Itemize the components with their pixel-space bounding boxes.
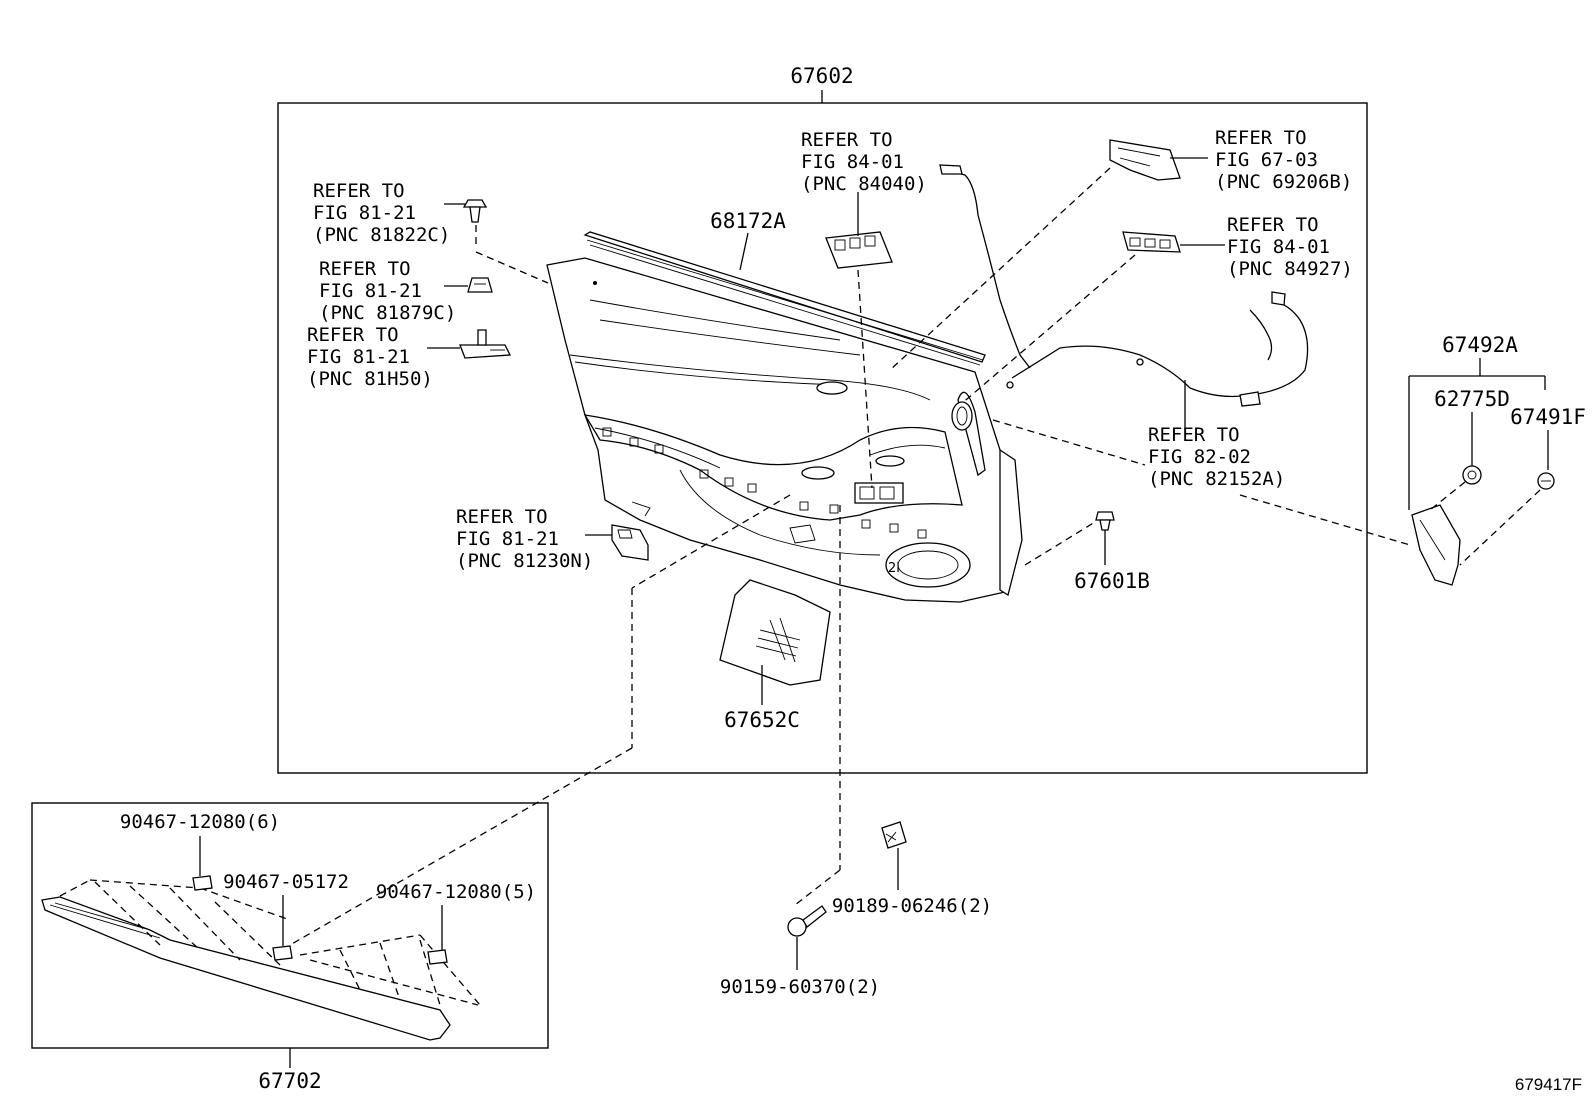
svg-text:(PNC 81230N): (PNC 81230N) xyxy=(456,550,593,572)
refer-note-69206b[interactable]: REFER TO FIG 67-03 (PNC 69206B) xyxy=(1215,127,1352,193)
clip-67491f-icon xyxy=(1537,472,1555,490)
door-trim-panel-drawing: 2l xyxy=(546,257,1023,603)
svg-text:REFER TO: REFER TO xyxy=(1148,424,1240,446)
clip-81h50-icon xyxy=(459,329,512,359)
svg-text:REFER TO: REFER TO xyxy=(319,258,411,280)
screw-90159-60370-icon xyxy=(787,905,827,937)
switch-84927-icon xyxy=(1122,231,1181,253)
clip-81230n-icon xyxy=(611,524,649,561)
refer-note-82152a[interactable]: REFER TO FIG 82-02 (PNC 82152A) xyxy=(1148,424,1285,490)
inner-handle-69206b-icon xyxy=(1109,139,1181,181)
part-label-90467-12080-6[interactable]: 90467-12080(6) xyxy=(120,811,280,833)
svg-text:REFER TO: REFER TO xyxy=(1227,214,1319,236)
part-label-67492a[interactable]: 67492A xyxy=(1442,333,1518,357)
refer-note-84927[interactable]: REFER TO FIG 84-01 (PNC 84927) xyxy=(1227,214,1353,280)
clip-90467-12080-6-icon xyxy=(192,875,213,891)
clip-67601b-icon xyxy=(1095,511,1115,531)
part-label-90467-05172[interactable]: 90467-05172 xyxy=(223,871,349,893)
svg-text:FIG 81-21: FIG 81-21 xyxy=(456,528,559,550)
clip-90189-06246-icon xyxy=(881,821,907,849)
part-label-90467-12080-5[interactable]: 90467-12080(5) xyxy=(376,881,536,903)
part-label-90159-60370[interactable]: 90159-60370(2) xyxy=(720,976,880,998)
part-label-67601b[interactable]: 67601B xyxy=(1074,569,1150,593)
refer-note-84040[interactable]: REFER TO FIG 84-01 (PNC 84040) xyxy=(801,129,927,195)
clip-90467-12080-5-icon xyxy=(427,949,448,965)
part-label-90189-06246[interactable]: 90189-06246(2) xyxy=(832,895,992,917)
svg-text:FIG 82-02: FIG 82-02 xyxy=(1148,446,1251,468)
switch-84040-icon xyxy=(825,231,893,269)
svg-text:(PNC 81822C): (PNC 81822C) xyxy=(313,224,450,246)
svg-text:REFER TO: REFER TO xyxy=(313,180,405,202)
svg-text:(PNC 82152A): (PNC 82152A) xyxy=(1148,468,1285,490)
scuff-plate-drawing xyxy=(41,896,451,1041)
clip-81822c-icon xyxy=(462,199,488,223)
part-label-67491f[interactable]: 67491F xyxy=(1510,405,1586,429)
svg-text:(PNC 81H50): (PNC 81H50) xyxy=(307,368,433,390)
garnish-67492a-icon xyxy=(1411,504,1461,586)
svg-text:FIG 81-21: FIG 81-21 xyxy=(307,346,410,368)
svg-text:FIG 81-21: FIG 81-21 xyxy=(319,280,422,302)
refer-note-81822c[interactable]: REFER TO FIG 81-21 (PNC 81822C) xyxy=(313,180,450,246)
part-label-68172a[interactable]: 68172A xyxy=(710,209,786,233)
main-assembly-label[interactable]: 67602 xyxy=(790,64,853,88)
clip-81879c-icon xyxy=(467,277,493,293)
svg-text:2l: 2l xyxy=(888,561,900,576)
svg-text:FIG 67-03: FIG 67-03 xyxy=(1215,149,1318,171)
svg-text:REFER TO: REFER TO xyxy=(801,129,893,151)
clip-grid-lines xyxy=(59,879,481,1006)
refer-note-81230n[interactable]: REFER TO FIG 81-21 (PNC 81230N) xyxy=(456,506,593,572)
sill-assembly-label[interactable]: 67702 xyxy=(258,1069,321,1093)
refer-note-81879c[interactable]: REFER TO FIG 81-21 (PNC 81879C) xyxy=(319,258,456,324)
diagram-id: 679417F xyxy=(1515,1075,1582,1094)
svg-text:FIG 81-21: FIG 81-21 xyxy=(313,202,416,224)
weatherstrip-drawing xyxy=(583,231,986,366)
svg-text:(PNC 84040): (PNC 84040) xyxy=(801,173,927,195)
svg-text:(PNC 69206B): (PNC 69206B) xyxy=(1215,171,1352,193)
svg-text:(PNC 84927): (PNC 84927) xyxy=(1227,258,1353,280)
clip-90467-05172-icon xyxy=(272,945,293,961)
refer-note-81h50[interactable]: REFER TO FIG 81-21 (PNC 81H50) xyxy=(307,324,433,390)
pocket-67652c-icon xyxy=(719,579,831,686)
svg-text:(PNC 81879C): (PNC 81879C) xyxy=(319,302,456,324)
svg-text:REFER TO: REFER TO xyxy=(307,324,399,346)
svg-text:REFER TO: REFER TO xyxy=(1215,127,1307,149)
svg-text:FIG 84-01: FIG 84-01 xyxy=(1227,236,1330,258)
wire-harness-icon xyxy=(939,164,1309,407)
part-label-67652c[interactable]: 67652C xyxy=(724,708,800,732)
svg-text:REFER TO: REFER TO xyxy=(456,506,548,528)
clip-62775d-icon xyxy=(1462,465,1482,485)
part-label-62775d[interactable]: 62775D xyxy=(1434,387,1510,411)
svg-text:FIG 84-01: FIG 84-01 xyxy=(801,151,904,173)
